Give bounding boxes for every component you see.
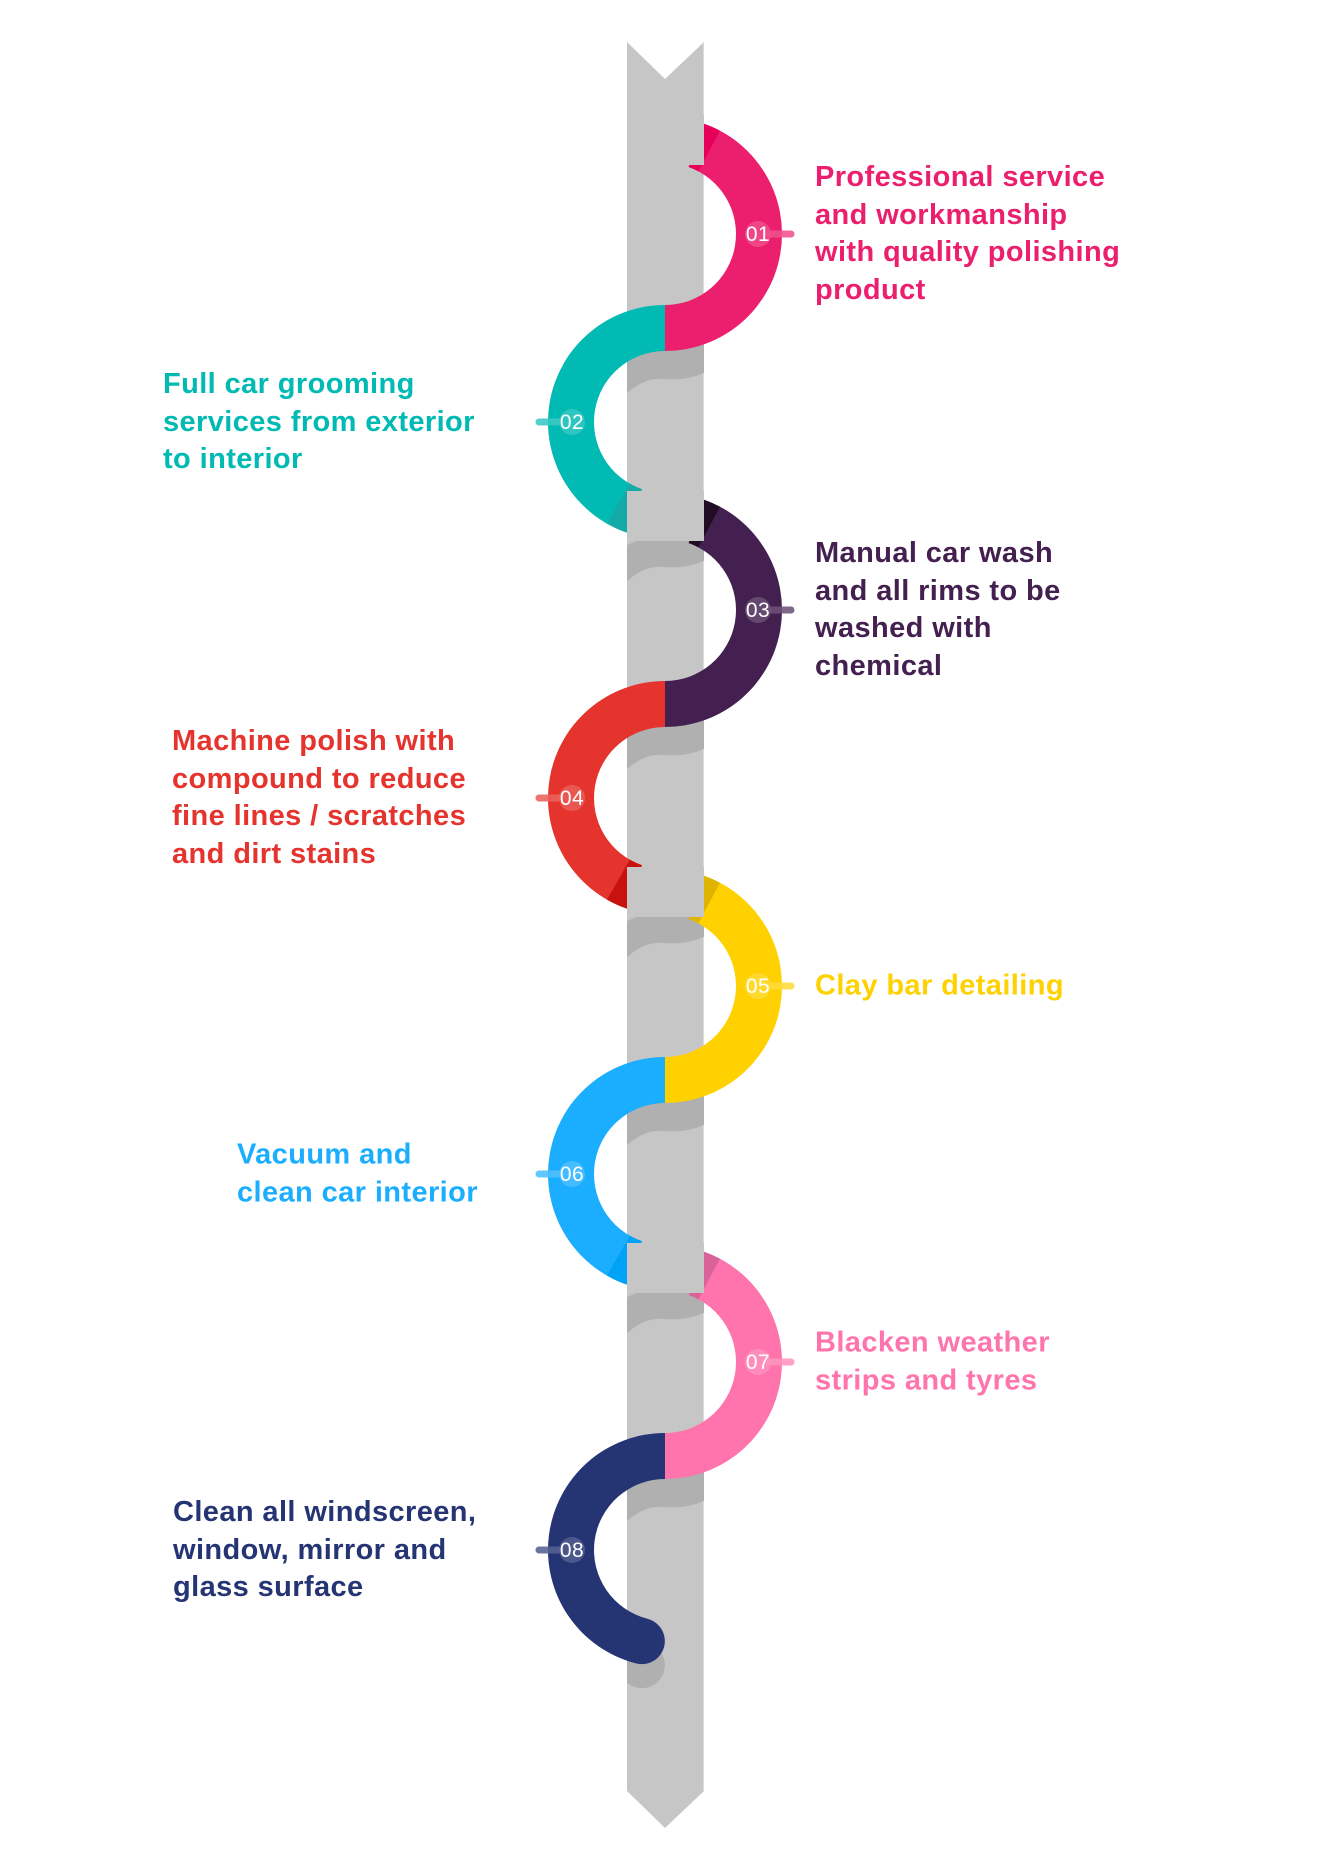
step-description-line: and workmanship bbox=[815, 198, 1068, 231]
step-number-halo bbox=[559, 1537, 585, 1563]
step-number-halo bbox=[559, 1161, 585, 1187]
bar-shadow bbox=[627, 1471, 704, 1521]
step-description: Full car grooming services from exterior t… bbox=[163, 366, 475, 479]
step-number: 02 bbox=[559, 411, 585, 434]
step-arc-end-cap bbox=[618, 1618, 665, 1665]
step-number: 07 bbox=[745, 1351, 771, 1374]
bar-shadow bbox=[627, 343, 704, 393]
step-number: 06 bbox=[559, 1163, 585, 1186]
step-description-line: Machine polish with bbox=[172, 725, 456, 757]
step-number-halo bbox=[559, 409, 585, 435]
step-description: Manual car wash and all rims to be washed … bbox=[815, 535, 1061, 685]
step-number-halo bbox=[745, 1349, 771, 1375]
step-arc bbox=[548, 305, 665, 533]
step-number-halo bbox=[559, 785, 585, 811]
step-number: 05 bbox=[745, 975, 771, 998]
step-description: Machine polish with compound to reduce fin… bbox=[172, 723, 466, 873]
step-description-line: Vacuum and bbox=[237, 1138, 412, 1171]
arcs-front-layer bbox=[535, 115, 795, 1665]
step-arc bbox=[665, 1251, 783, 1479]
step-description-line: washed with bbox=[815, 612, 992, 644]
step-description-line: to interior bbox=[163, 442, 303, 475]
step-number: 04 bbox=[559, 787, 585, 810]
step-description: Blacken weather strips and tyres bbox=[815, 1325, 1050, 1400]
step-arc bbox=[548, 681, 665, 909]
step-description-line: Clean all windscreen, bbox=[173, 1495, 477, 1528]
step-description-line: Manual car wash bbox=[815, 537, 1054, 569]
step-number-halo bbox=[745, 221, 771, 247]
step-arc bbox=[665, 123, 783, 351]
step-description-line: compound to reduce bbox=[172, 762, 466, 795]
step-arc bbox=[547, 1433, 665, 1664]
step-description-line: strips and tyres bbox=[815, 1364, 1038, 1396]
step-description: Clay bar detailing bbox=[815, 967, 1064, 1005]
step-arc bbox=[665, 499, 782, 727]
step-description: Clean all windscreen, window, mirror and g… bbox=[173, 1494, 476, 1607]
step-description-line: fine lines / scratches bbox=[172, 800, 467, 832]
bar-shadow bbox=[627, 1283, 704, 1333]
step-description-line: Blacken weather bbox=[815, 1326, 1050, 1359]
graphic-shape bbox=[627, 491, 704, 541]
step-description-line: clean car interior bbox=[237, 1176, 478, 1208]
step-description-line: and dirt stains bbox=[172, 837, 377, 870]
step-description-line: Professional service bbox=[815, 161, 1106, 193]
step-number-halo bbox=[745, 597, 771, 623]
step-description-line: with quality polishing bbox=[815, 236, 1121, 268]
step-description-line: chemical bbox=[815, 649, 943, 682]
step-description-line: services from exterior bbox=[163, 405, 475, 438]
step-number-halo bbox=[745, 973, 771, 999]
graphic-shape bbox=[627, 115, 704, 165]
step-description-line: product bbox=[815, 273, 926, 306]
bar-shadow bbox=[627, 531, 704, 581]
step-description-line: glass surface bbox=[173, 1570, 364, 1603]
graphic-shape bbox=[627, 867, 704, 917]
step-number: 01 bbox=[745, 223, 771, 246]
step-description-line: Full car grooming bbox=[163, 367, 415, 400]
step-arc bbox=[548, 1057, 665, 1285]
step-description-line: and all rims to be bbox=[815, 574, 1061, 607]
bar-shadow bbox=[627, 907, 704, 957]
step-number: 03 bbox=[745, 599, 771, 622]
step-number: 08 bbox=[559, 1539, 585, 1562]
bar-shadow bbox=[627, 1095, 704, 1145]
graphic-shape bbox=[627, 1243, 704, 1293]
bar-shadow bbox=[627, 719, 704, 769]
step-description: Professional service and workmanship with … bbox=[815, 159, 1120, 309]
step-arc bbox=[665, 875, 782, 1103]
step-description: Vacuum and clean car interior bbox=[237, 1137, 478, 1212]
step-description-line: window, mirror and bbox=[173, 1533, 447, 1566]
step-description-line: Clay bar detailing bbox=[815, 969, 1064, 1002]
